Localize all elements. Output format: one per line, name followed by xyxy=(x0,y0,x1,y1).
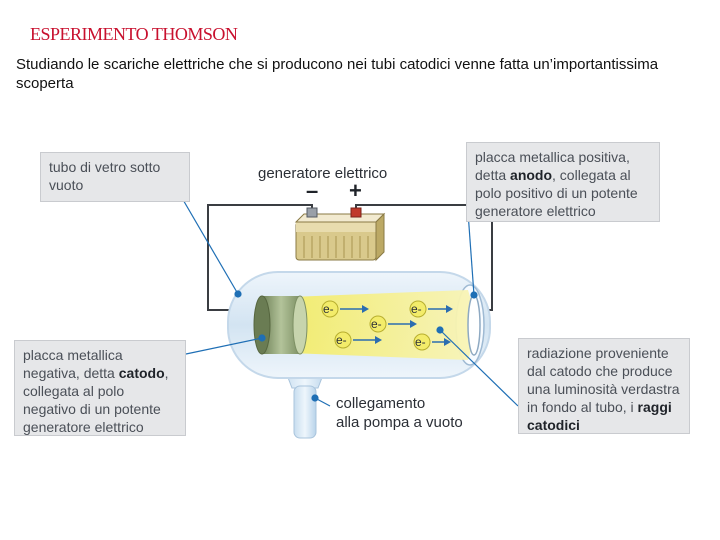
diagram-drawing: e- e- e- e- xyxy=(167,173,519,439)
label-vacuum-pump: collegamento alla pompa a vuoto xyxy=(336,394,463,432)
rays-term: raggi catodici xyxy=(527,399,672,433)
cathode-cylinder xyxy=(253,295,308,355)
anode-text-post: , collegata al polo positivo di un poten… xyxy=(475,167,638,219)
label-cathode-rays: radiazione proveniente dal catodo che pr… xyxy=(518,338,690,434)
electron-2: e- xyxy=(409,300,453,318)
minus-sign: – xyxy=(306,178,319,203)
label-cathode: placca metallica negativa, detta catodo,… xyxy=(14,340,186,436)
anode-plate xyxy=(467,294,481,356)
electron-label: e- xyxy=(323,302,334,316)
rays-text-pre: radiazione proveniente dal catodo che pr… xyxy=(527,345,680,415)
label-vacuum-pump-line1: collegamento xyxy=(336,395,426,412)
cathode-text-post: , collegata al polo negativo di un poten… xyxy=(23,365,169,435)
electron-label: e- xyxy=(411,302,422,316)
battery xyxy=(294,207,386,262)
electron-5: e- xyxy=(413,333,451,351)
label-glass-tube: tubo di vetro sotto vuoto xyxy=(40,152,190,202)
plus-sign: + xyxy=(349,178,362,203)
wire-negative xyxy=(207,204,313,311)
label-glass-tube-text: tubo di vetro sotto vuoto xyxy=(49,159,161,193)
label-vacuum-pump-line2: alla pompa a vuoto xyxy=(336,414,463,431)
page-title: ESPERIMENTO THOMSON xyxy=(30,24,238,44)
electron-3: e- xyxy=(369,315,417,333)
electron-label: e- xyxy=(371,317,382,331)
electron-label: e- xyxy=(336,333,347,347)
thomson-diagram: e- e- e- e- xyxy=(0,130,720,470)
page-subtitle: Studiando le scariche elettriche che si … xyxy=(16,56,659,92)
cathode-term: catodo xyxy=(118,365,165,381)
electron-1: e- xyxy=(321,300,369,318)
electron-label: e- xyxy=(415,335,426,349)
label-anode: placca metallica positiva, detta anodo, … xyxy=(466,142,660,222)
electron-group: e- e- e- e- xyxy=(321,300,453,351)
electron-4: e- xyxy=(334,331,382,349)
anode-text-pre: placca metallica positiva, detta xyxy=(475,149,630,183)
cathode-text-pre: placca metallica negativa, detta xyxy=(23,347,123,381)
leader-lines xyxy=(167,173,519,407)
label-generator: generatore elettrico xyxy=(258,165,388,182)
anode-term: anodo xyxy=(510,167,553,183)
